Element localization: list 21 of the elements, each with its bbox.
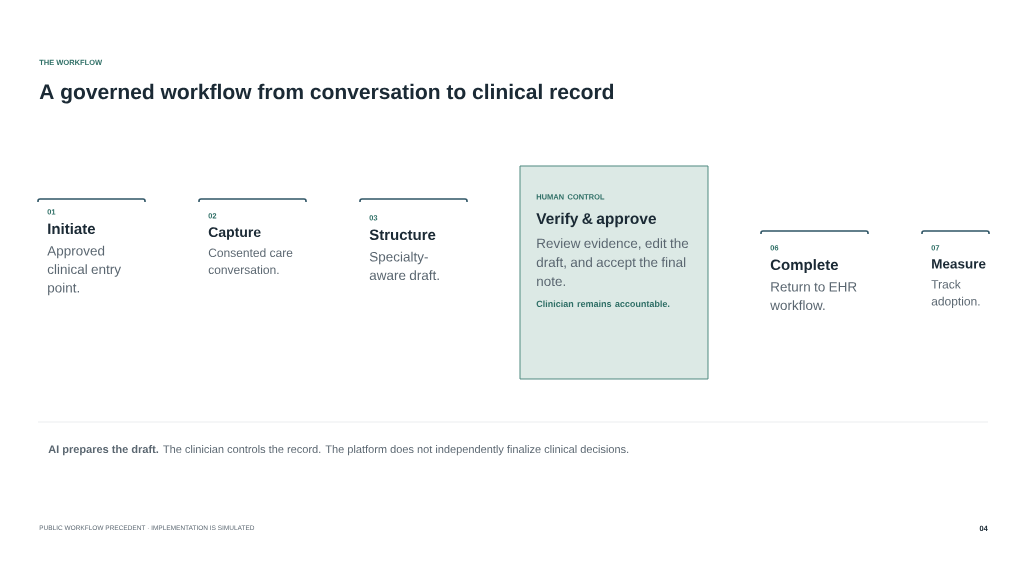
page-title: A governed workflow from conversation to clinical record xyxy=(39,83,614,104)
summary-note: AI prepares the draft. The clinician controls the record. The platform does not independently finalize clinical decisions. xyxy=(48,445,629,456)
step-card xyxy=(760,230,869,311)
step-text: Consented care conversation. xyxy=(208,248,293,275)
highlight-card xyxy=(519,165,709,380)
card-text: Review evidence, edit the draft, and accept the final note. xyxy=(536,238,689,287)
step-text: Approved clinical entry point. xyxy=(47,245,121,296)
step-title: Capture xyxy=(208,227,261,240)
step-card xyxy=(921,230,990,308)
step-text: Specialty-aware draft. xyxy=(369,251,439,281)
step-title: Structure xyxy=(369,229,436,241)
step-text: Track adoption. xyxy=(931,279,980,308)
step-card xyxy=(198,198,307,275)
step-card xyxy=(359,198,468,281)
step-text: Return to EHR workflow. xyxy=(770,282,857,311)
step-title: Measure xyxy=(932,259,986,269)
card-title: Verify & approve xyxy=(536,212,657,228)
step-title: Initiate xyxy=(48,223,96,235)
step-card xyxy=(37,198,146,296)
card-note: Clinician remains accountable. xyxy=(536,300,670,307)
step-title: Complete xyxy=(770,259,839,274)
